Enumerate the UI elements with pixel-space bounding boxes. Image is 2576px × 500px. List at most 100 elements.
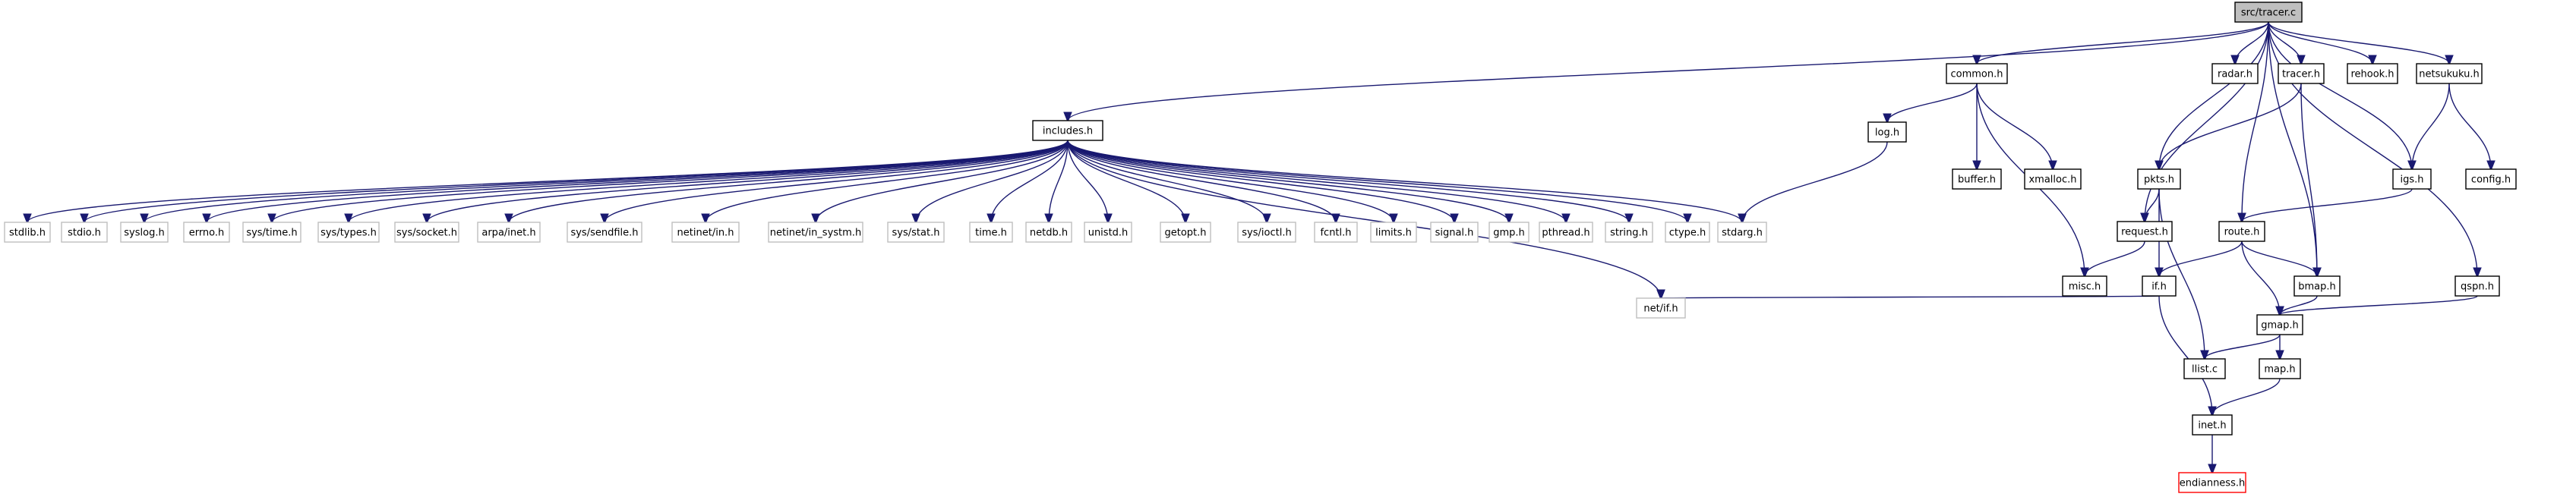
node-signal_h: signal.h xyxy=(1430,222,1479,243)
edge-qspn_h-to-gmap_h xyxy=(2280,295,2478,315)
node-label: net/if.h xyxy=(1643,303,1678,315)
node-fcntl_h: fcntl.h xyxy=(1314,222,1358,243)
node-box xyxy=(2259,358,2301,379)
node-if_h[interactable]: if.h xyxy=(2142,275,2177,297)
node-map_h[interactable]: map.h xyxy=(2259,358,2301,379)
node-label: buffer.h xyxy=(1958,175,1996,186)
edge-log_h-to-stdarg_h xyxy=(1742,141,1888,222)
node-label: netinet/in_systm.h xyxy=(770,228,861,239)
node-label: gmp.h xyxy=(1493,228,1525,239)
node-box xyxy=(2454,275,2500,297)
node-box xyxy=(2293,275,2341,297)
node-label: src/tracer.c xyxy=(2241,8,2296,19)
node-tracer_c[interactable]: src/tracer.c xyxy=(2234,2,2303,23)
node-misc_h[interactable]: misc.h xyxy=(2062,275,2107,297)
node-box xyxy=(2183,358,2226,379)
node-label: igs.h xyxy=(2400,175,2423,186)
node-pkts_h[interactable]: pkts.h xyxy=(2137,168,2181,190)
node-label: unistd.h xyxy=(1088,228,1129,239)
node-label: netinet/in.h xyxy=(677,228,734,239)
node-rehook_h[interactable]: rehook.h xyxy=(2347,63,2398,84)
node-config_h[interactable]: config.h xyxy=(2465,168,2517,190)
edge-tracer_c-to-pkts_h xyxy=(2159,21,2269,169)
node-arpa_inet_h: arpa/inet.h xyxy=(477,222,541,243)
node-box xyxy=(1665,222,1710,243)
edge-pkts_h-to-llist_c xyxy=(2158,188,2205,359)
node-box xyxy=(1370,222,1417,243)
node-gmp_h: gmp.h xyxy=(1488,222,1530,243)
node-tracer_h[interactable]: tracer.h xyxy=(2278,63,2325,84)
edge-includes_h-to-arpa_inet_h xyxy=(509,140,1069,222)
edge-includes_h-to-sys_ioctl_h xyxy=(1067,140,1267,222)
node-netsukuku_h[interactable]: netsukuku.h xyxy=(2416,63,2483,84)
node-label: if.h xyxy=(2151,281,2167,293)
node-includes_h[interactable]: includes.h xyxy=(1032,120,1103,141)
edge-includes_h-to-sys_time_h xyxy=(272,140,1069,222)
node-box xyxy=(2062,275,2107,297)
node-box xyxy=(1488,222,1530,243)
node-request_h[interactable]: request.h xyxy=(2117,221,2173,242)
node-bmap_h[interactable]: bmap.h xyxy=(2293,275,2341,297)
node-igs_h[interactable]: igs.h xyxy=(2392,168,2432,190)
node-label: common.h xyxy=(1951,69,2003,80)
edge-netsukuku_h-to-config_h xyxy=(2448,83,2491,169)
node-string_h: string.h xyxy=(1605,222,1653,243)
node-llist_c[interactable]: llist.c xyxy=(2183,358,2226,379)
edge-includes_h-to-pthread_h xyxy=(1067,140,1566,222)
edge-includes_h-to-fcntl_h xyxy=(1067,140,1336,222)
node-xmalloc_h[interactable]: xmalloc.h xyxy=(2024,168,2082,190)
node-label: getopt.h xyxy=(1164,228,1206,239)
node-label: netsukuku.h xyxy=(2419,69,2479,80)
node-box xyxy=(567,222,642,243)
node-getopt_h: getopt.h xyxy=(1160,222,1211,243)
node-route_h[interactable]: route.h xyxy=(2218,221,2265,242)
node-label: gmap.h xyxy=(2261,320,2299,332)
node-box xyxy=(317,222,380,243)
node-endianness_h[interactable]: endianness.h xyxy=(2178,472,2246,493)
node-label: map.h xyxy=(2264,364,2295,376)
node-label: tracer.h xyxy=(2282,69,2320,80)
node-box xyxy=(671,222,740,243)
edge-layer xyxy=(27,21,2491,473)
edge-includes_h-to-getopt_h xyxy=(1067,140,1185,222)
edge-includes_h-to-stdio_h xyxy=(84,140,1069,222)
node-box xyxy=(2465,168,2517,190)
node-box xyxy=(1430,222,1479,243)
edge-bmap_h-to-gmap_h xyxy=(2280,295,2318,315)
edge-request_h-to-misc_h xyxy=(2085,241,2145,276)
node-box xyxy=(1539,222,1593,243)
node-box xyxy=(1946,63,2008,84)
node-radar_h[interactable]: radar.h xyxy=(2211,63,2259,84)
edge-includes_h-to-errno_h xyxy=(207,140,1069,222)
edge-netsukuku_h-to-igs_h xyxy=(2412,83,2450,169)
node-log_h[interactable]: log.h xyxy=(1867,121,1907,143)
node-box xyxy=(1605,222,1653,243)
node-label: string.h xyxy=(1610,228,1648,239)
node-gmap_h[interactable]: gmap.h xyxy=(2256,314,2303,335)
node-buffer_h[interactable]: buffer.h xyxy=(1952,168,2002,190)
node-layer: src/tracer.c includes.h common.h radar.h tra… xyxy=(4,2,2517,493)
node-label: syslog.h xyxy=(124,228,164,239)
node-sys_ioctl_h: sys/ioctl.h xyxy=(1237,222,1296,243)
node-label: request.h xyxy=(2121,227,2168,238)
node-ctype_h: ctype.h xyxy=(1665,222,1710,243)
node-inet_h[interactable]: inet.h xyxy=(2192,414,2233,436)
edge-includes_h-to-sys_stat_h xyxy=(916,140,1069,222)
node-qspn_h[interactable]: qspn.h xyxy=(2454,275,2500,297)
node-box xyxy=(2137,168,2181,190)
node-box xyxy=(394,222,459,243)
node-label: endianness.h xyxy=(2180,478,2245,489)
node-syslog_h: syslog.h xyxy=(120,222,169,243)
edge-includes_h-to-gmp_h xyxy=(1067,140,1509,222)
node-label: sys/ioctl.h xyxy=(1242,228,1291,239)
node-common_h[interactable]: common.h xyxy=(1946,63,2008,84)
node-label: netdb.h xyxy=(1030,228,1068,239)
node-box xyxy=(768,222,863,243)
node-label: sys/socket.h xyxy=(396,228,457,239)
node-netdb_h: netdb.h xyxy=(1025,222,1072,243)
edge-tracer_c-to-bmap_h xyxy=(2268,21,2317,276)
node-label: time.h xyxy=(975,228,1007,239)
edge-tracer_c-to-igs_h xyxy=(2268,21,2412,169)
node-box xyxy=(1237,222,1296,243)
node-label: errno.h xyxy=(189,228,225,239)
